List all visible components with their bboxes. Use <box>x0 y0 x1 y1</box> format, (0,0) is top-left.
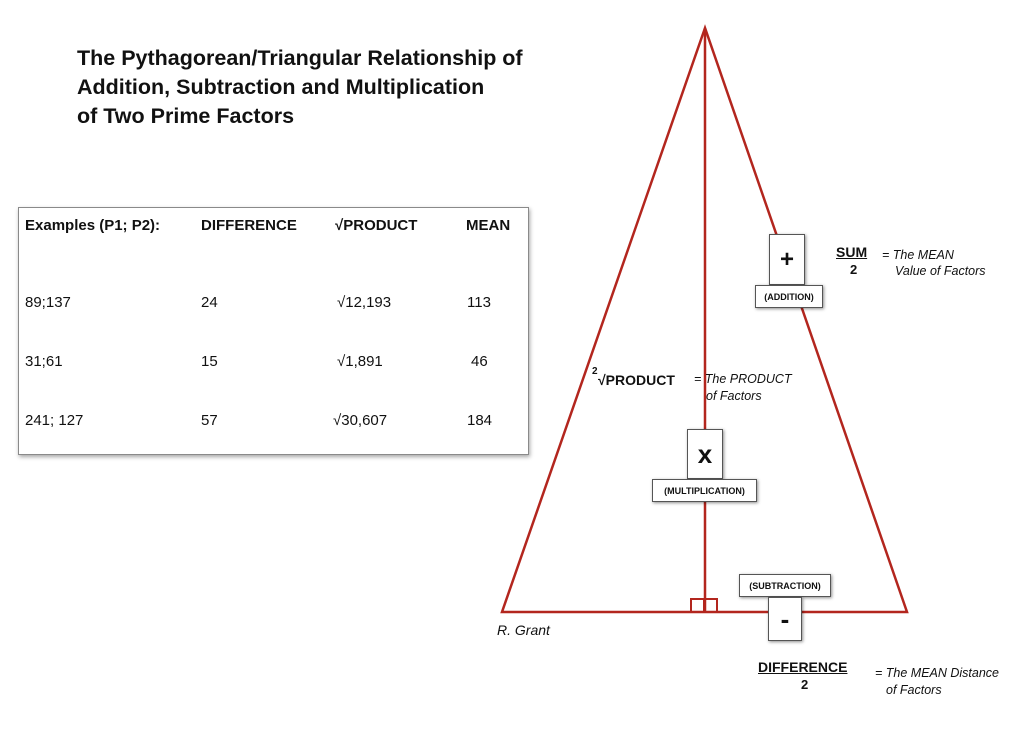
examples-table: Examples (P1; P2): DIFFERENCE √PRODUCT M… <box>18 207 529 455</box>
product-description-1: = The PRODUCT <box>694 372 792 386</box>
minus-icon: - <box>780 603 790 634</box>
row2-examples: 31;61 <box>25 353 63 370</box>
title-line-1: The Pythagorean/Triangular Relationship … <box>77 46 523 70</box>
row1-mean: 113 <box>467 294 491 311</box>
multiplication-label-box: (MULTIPLICATION) <box>652 479 757 502</box>
multiplication-label: (MULTIPLICATION) <box>664 485 745 496</box>
page-title: The Pythagorean/Triangular Relationship … <box>77 44 597 131</box>
title-line-3: of Two Prime Factors <box>77 104 295 128</box>
product-superscript: 2 <box>592 366 598 377</box>
subtraction-label-box: (SUBTRACTION) <box>739 574 831 597</box>
difference-denominator: 2 <box>801 677 809 692</box>
sum-numerator: SUM <box>836 244 868 260</box>
addition-label: (ADDITION) <box>764 291 814 302</box>
multiplication-symbol-box: x <box>687 429 723 479</box>
product-description-2: of Factors <box>706 389 762 403</box>
product-term: √PRODUCT <box>598 372 675 388</box>
title-line-2: Addition, Subtraction and Multiplication <box>77 75 485 99</box>
row3-product: √30,607 <box>333 412 388 429</box>
row3-examples: 241; 127 <box>25 412 84 429</box>
sum-denominator: 2 <box>850 262 858 277</box>
plus-icon: + <box>779 245 794 273</box>
header-examples: Examples (P1; P2): <box>25 217 161 234</box>
row2-product: √1,891 <box>337 353 383 370</box>
row1-product: √12,193 <box>337 294 392 311</box>
times-icon: x <box>697 438 713 469</box>
difference-numerator: DIFFERENCE <box>758 659 848 675</box>
row2-mean: 46 <box>471 353 488 370</box>
sum-description-2: Value of Factors <box>895 264 986 278</box>
row3-mean: 184 <box>467 412 493 429</box>
subtraction-symbol-box: - <box>768 597 802 641</box>
header-mean: MEAN <box>466 217 511 234</box>
sum-description-1: = The MEAN <box>882 248 954 262</box>
subtraction-label: (SUBTRACTION) <box>749 580 821 591</box>
row1-difference: 24 <box>201 294 218 311</box>
difference-description-1: = The MEAN Distance <box>875 666 1000 680</box>
row3-difference: 57 <box>201 412 218 429</box>
addition-label-box: (ADDITION) <box>755 285 823 308</box>
header-product: √PRODUCT <box>335 217 418 234</box>
author-signature: R. Grant <box>497 622 550 638</box>
row2-difference: 15 <box>201 353 218 370</box>
addition-symbol-box: + <box>769 234 805 285</box>
row1-examples: 89;137 <box>25 294 71 311</box>
header-difference: DIFFERENCE <box>201 217 297 234</box>
difference-description-2: of Factors <box>886 683 942 697</box>
